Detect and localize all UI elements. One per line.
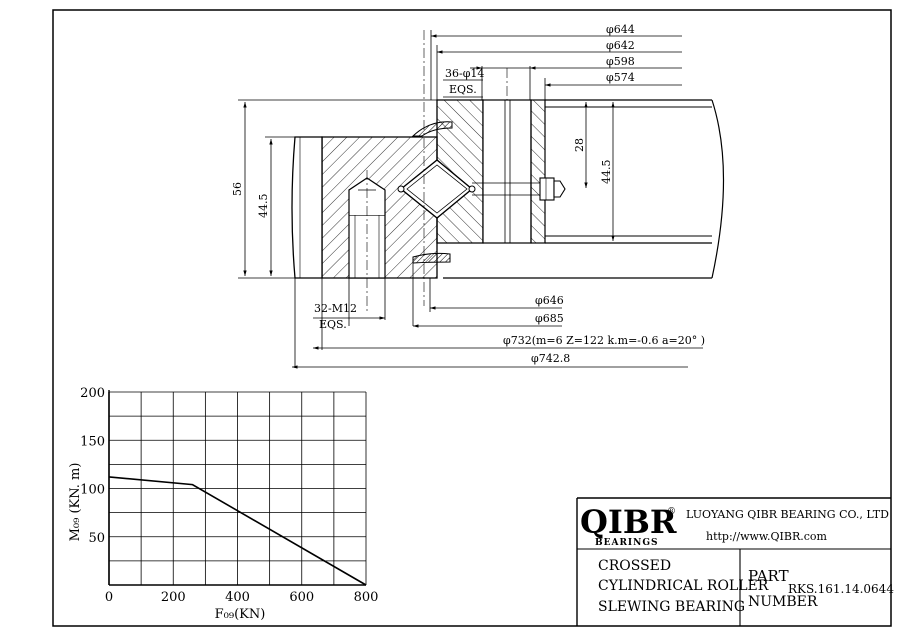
logo-subtitle: BEARINGS bbox=[595, 538, 659, 548]
chart-x-tick-label: 400 bbox=[225, 590, 250, 605]
dimensions-bottom bbox=[292, 263, 703, 369]
chart-series bbox=[108, 476, 367, 586]
sheet-border bbox=[52, 9, 892, 627]
dimension-labels-side: 56 44.5 28 44.5 bbox=[231, 138, 613, 218]
chart-y-tick-label: 200 bbox=[80, 386, 105, 401]
dim-d646: φ646 bbox=[535, 294, 564, 307]
number-label: NUMBER bbox=[748, 594, 818, 610]
chart-x-tick-label: 0 bbox=[105, 590, 113, 605]
load-capacity-chart: 50 100 150 200 0 200 400 600 800 M₀₉ (KN. m) F₀… bbox=[68, 386, 378, 622]
dimensions-side bbox=[238, 99, 620, 279]
dim-height-44-5-left: 44.5 bbox=[257, 194, 270, 219]
chart-x-tick-label: 200 bbox=[161, 590, 186, 605]
description-line-1: CROSSED bbox=[598, 558, 671, 574]
company-name: LUOYANG QIBR BEARING CO., LTD bbox=[686, 508, 889, 521]
dim-d598: φ598 bbox=[606, 55, 635, 68]
title-block bbox=[576, 497, 891, 626]
seal-top bbox=[411, 121, 453, 137]
dimension-labels-bottom: 32-M12 EQS. φ646 φ685 φ732(m=6 Z=122 k.m… bbox=[314, 294, 705, 365]
company-logo: QIBR BEARINGS ® bbox=[580, 503, 677, 548]
logo-registered-mark: ® bbox=[667, 507, 676, 517]
dim-d685: φ685 bbox=[535, 312, 564, 325]
chart-y-axis-label: M₀₉ (KN. m) bbox=[68, 463, 83, 542]
logo-wordmark: QIBR bbox=[580, 503, 677, 541]
dim-d732: φ732(m=6 Z=122 k.m=-0.6 a=20° ) bbox=[503, 334, 705, 347]
chart-y-tick-label: 100 bbox=[80, 483, 105, 498]
dim-eqs-inner: EQS. bbox=[319, 318, 347, 331]
dim-height-44-5-right: 44.5 bbox=[600, 160, 613, 185]
seal-bottom bbox=[412, 252, 451, 264]
dimensions-top bbox=[430, 30, 682, 100]
dim-height-28: 28 bbox=[573, 138, 586, 152]
chart-series-line bbox=[108, 476, 367, 586]
grease-nipple bbox=[539, 177, 555, 201]
chart-grid bbox=[108, 390, 367, 586]
dim-d642: φ642 bbox=[606, 39, 635, 52]
dimension-labels-top: φ644 φ642 φ598 φ574 36-φ14 EQS. bbox=[445, 23, 635, 96]
chart-x-ticks: 0 200 400 600 800 bbox=[105, 590, 379, 605]
dim-d644: φ644 bbox=[606, 23, 635, 36]
description-line-2: CYLINDRICAL ROLLER bbox=[598, 578, 769, 594]
part-number: RKS.161.14.0644 bbox=[788, 582, 894, 596]
dim-eqs-outer: EQS. bbox=[449, 83, 477, 96]
company-website: http://www.QIBR.com bbox=[706, 530, 828, 543]
chart-y-tick-label: 150 bbox=[80, 434, 105, 449]
part-label: PART bbox=[748, 567, 789, 585]
mounting-bolt-hole-outer bbox=[482, 99, 532, 244]
dim-holes-outer: 36-φ14 bbox=[445, 67, 484, 80]
dim-height-56: 56 bbox=[231, 182, 244, 196]
chart-y-tick-label: 50 bbox=[88, 531, 105, 546]
dim-d742: φ742.8 bbox=[531, 352, 570, 365]
dim-holes-inner: 32-M12 bbox=[314, 302, 357, 315]
description-line-3: SLEWING BEARING bbox=[598, 599, 745, 615]
chart-x-tick-label: 800 bbox=[354, 590, 379, 605]
chart-x-tick-label: 600 bbox=[289, 590, 314, 605]
chart-y-ticks: 50 100 150 200 bbox=[80, 386, 105, 546]
dim-d574: φ574 bbox=[606, 71, 635, 84]
chart-x-axis-label: F₀₉(KN) bbox=[215, 607, 266, 622]
bearing-cross-section bbox=[291, 30, 725, 312]
